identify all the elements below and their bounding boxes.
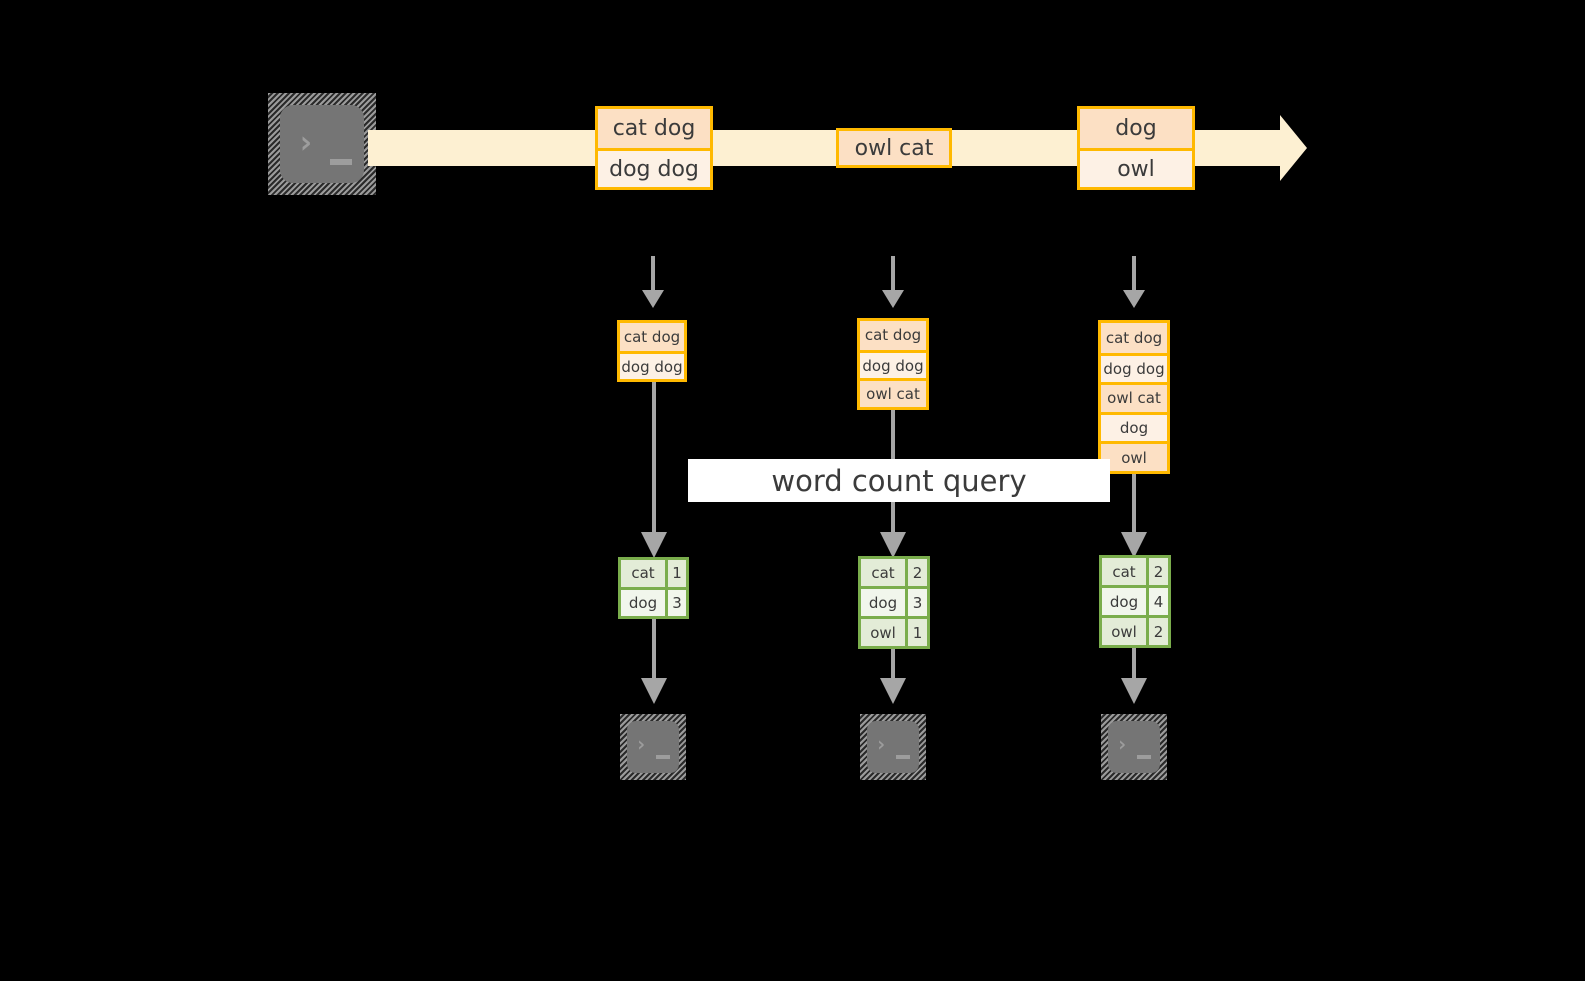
query-arrow-head-2 — [880, 532, 906, 558]
snapshot-line: dog dog — [860, 349, 926, 379]
terminal-cursor-icon — [330, 159, 352, 165]
snapshot-tap-arrow-head-2 — [882, 290, 904, 308]
stream-record-line: cat dog — [598, 109, 710, 148]
snapshot-3: cat dog dog dog owl cat dog owl — [1098, 320, 1170, 474]
sink-arrow-shaft-2 — [891, 649, 895, 684]
snapshot-tap-arrow-shaft-3 — [1132, 256, 1136, 292]
result-count: 1 — [905, 619, 927, 646]
sink-arrow-head-1 — [641, 678, 667, 704]
query-arrow-shaft-1 — [652, 382, 656, 538]
terminal-body — [627, 721, 679, 773]
stream-record-line: dog — [1080, 109, 1192, 148]
result-word: cat — [861, 559, 905, 586]
snapshot-line: owl — [1101, 441, 1167, 471]
result-2: cat 2 dog 3 owl 1 — [858, 556, 930, 649]
snapshot-line: dog — [1101, 411, 1167, 442]
result-3: cat 2 dog 4 owl 2 — [1099, 555, 1171, 648]
result-count: 4 — [1146, 588, 1168, 615]
result-row: dog 3 — [861, 586, 927, 616]
result-1: cat 1 dog 3 — [618, 557, 689, 619]
sink-arrow-head-2 — [880, 678, 906, 704]
stream-record-group-2: owl cat — [836, 128, 952, 168]
stream-record-line: owl — [1080, 148, 1192, 187]
terminal-prompt-icon: › — [1116, 732, 1129, 756]
result-row: owl 2 — [1102, 615, 1168, 645]
result-row: cat 2 — [861, 559, 927, 586]
snapshot-tap-arrow-head-1 — [642, 290, 664, 308]
result-row: dog 4 — [1102, 585, 1168, 615]
stream-record-line: dog dog — [598, 148, 710, 187]
sink-terminal-icon-2: › — [860, 714, 926, 780]
result-count: 2 — [1146, 558, 1168, 585]
terminal-prompt-icon: › — [296, 123, 316, 161]
sink-arrow-shaft-1 — [652, 619, 656, 684]
snapshot-line: cat dog — [620, 323, 684, 351]
snapshot-tap-arrow-shaft-1 — [651, 256, 655, 292]
terminal-prompt-icon: › — [635, 732, 648, 756]
terminal-body — [867, 721, 919, 773]
result-word: dog — [1102, 588, 1146, 615]
snapshot-line: cat dog — [860, 321, 926, 350]
result-word: owl — [1102, 618, 1146, 645]
result-count: 3 — [905, 589, 927, 616]
snapshot-line: dog dog — [620, 351, 684, 379]
result-count: 3 — [665, 589, 686, 616]
terminal-body — [1108, 721, 1160, 773]
sink-terminal-icon-3: › — [1101, 714, 1167, 780]
sink-terminal-icon-1: › — [620, 714, 686, 780]
result-word: dog — [861, 589, 905, 616]
snapshot-line: cat dog — [1101, 323, 1167, 353]
query-arrow-shaft-3 — [1132, 474, 1136, 538]
stream-record-group-3: dog owl — [1077, 106, 1195, 190]
snapshot-tap-arrow-shaft-2 — [891, 256, 895, 292]
terminal-body — [280, 105, 364, 183]
stream-record-group-1: cat dog dog dog — [595, 106, 713, 190]
result-row: owl 1 — [861, 616, 927, 646]
stream-record-line: owl cat — [839, 131, 949, 165]
result-row: cat 1 — [621, 560, 686, 587]
result-word: cat — [1102, 558, 1146, 585]
result-count: 2 — [1146, 618, 1168, 645]
result-row: cat 2 — [1102, 558, 1168, 585]
stream-arrow-head — [1280, 115, 1307, 181]
result-word: owl — [861, 619, 905, 646]
snapshot-line: dog dog — [1101, 352, 1167, 383]
terminal-cursor-icon — [656, 755, 670, 759]
result-row: dog 3 — [621, 586, 686, 616]
terminal-prompt-icon: › — [875, 732, 888, 756]
result-count: 1 — [665, 560, 686, 587]
terminal-cursor-icon — [1137, 755, 1151, 759]
terminal-cursor-icon — [896, 755, 910, 759]
snapshot-line: owl cat — [1101, 382, 1167, 412]
snapshot-2: cat dog dog dog owl cat — [857, 318, 929, 410]
source-terminal-icon: › — [268, 93, 376, 195]
result-word: cat — [621, 560, 665, 587]
query-label: word count query — [688, 459, 1110, 502]
query-arrow-head-3 — [1121, 532, 1147, 558]
snapshot-1: cat dog dog dog — [617, 320, 687, 382]
query-arrow-head-1 — [641, 532, 667, 558]
snapshot-line: owl cat — [860, 378, 926, 407]
sink-arrow-head-3 — [1121, 678, 1147, 704]
result-word: dog — [621, 589, 665, 616]
result-count: 2 — [905, 559, 927, 586]
snapshot-tap-arrow-head-3 — [1123, 290, 1145, 308]
sink-arrow-shaft-3 — [1132, 648, 1136, 684]
